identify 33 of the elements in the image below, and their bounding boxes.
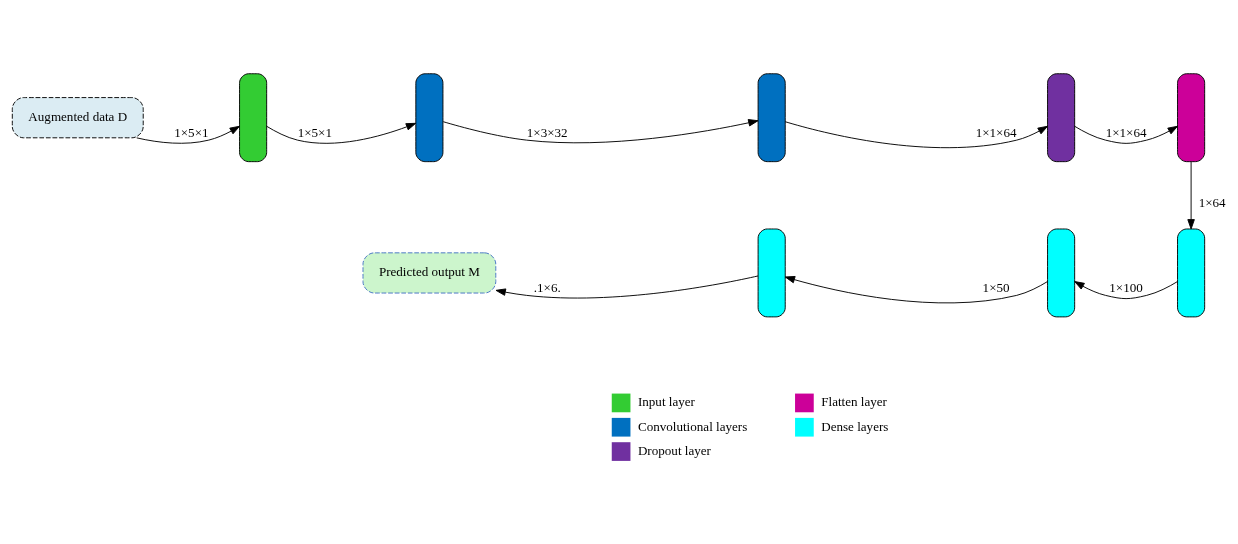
legend-label: Dropout layer [637,443,711,459]
legend-label: Dense layers [821,418,889,434]
arrow [442,119,759,144]
node-box: Predicted output M [362,252,497,294]
edge-label: 1×1×64 [1105,124,1147,140]
edge-label: 1×3×32 [526,124,568,140]
edge-label: .1×6. [533,279,561,295]
arrow [495,275,759,299]
edge-label: 1×50 [982,279,1010,295]
node-bar [1177,228,1206,318]
node-bar [757,73,786,163]
legend-label: Input layer [637,394,695,410]
edge-label: 1×64 [1198,195,1226,211]
edge-label: 1×5×1 [297,124,333,140]
arrow [1074,125,1178,144]
edge-label: 1×1×64 [975,124,1017,140]
arrow [1074,281,1178,300]
arrow [266,122,417,144]
arrow [784,121,1048,149]
node-bar [239,73,268,163]
legend-label: Convolutional layers [637,418,748,434]
legend-label: Flatten layer [821,394,887,410]
arrow [136,125,240,144]
edge-label: 1×100 [1109,279,1143,295]
node-bar [757,228,786,318]
node-bar [415,73,444,163]
edge-label: 1×5×1 [174,124,209,140]
node-bar [1177,73,1206,163]
node-box: Augmented data D [11,97,144,139]
arrow [1187,161,1195,230]
arrow [784,276,1048,304]
node-bar [1047,73,1076,163]
node-bar [1047,228,1076,318]
